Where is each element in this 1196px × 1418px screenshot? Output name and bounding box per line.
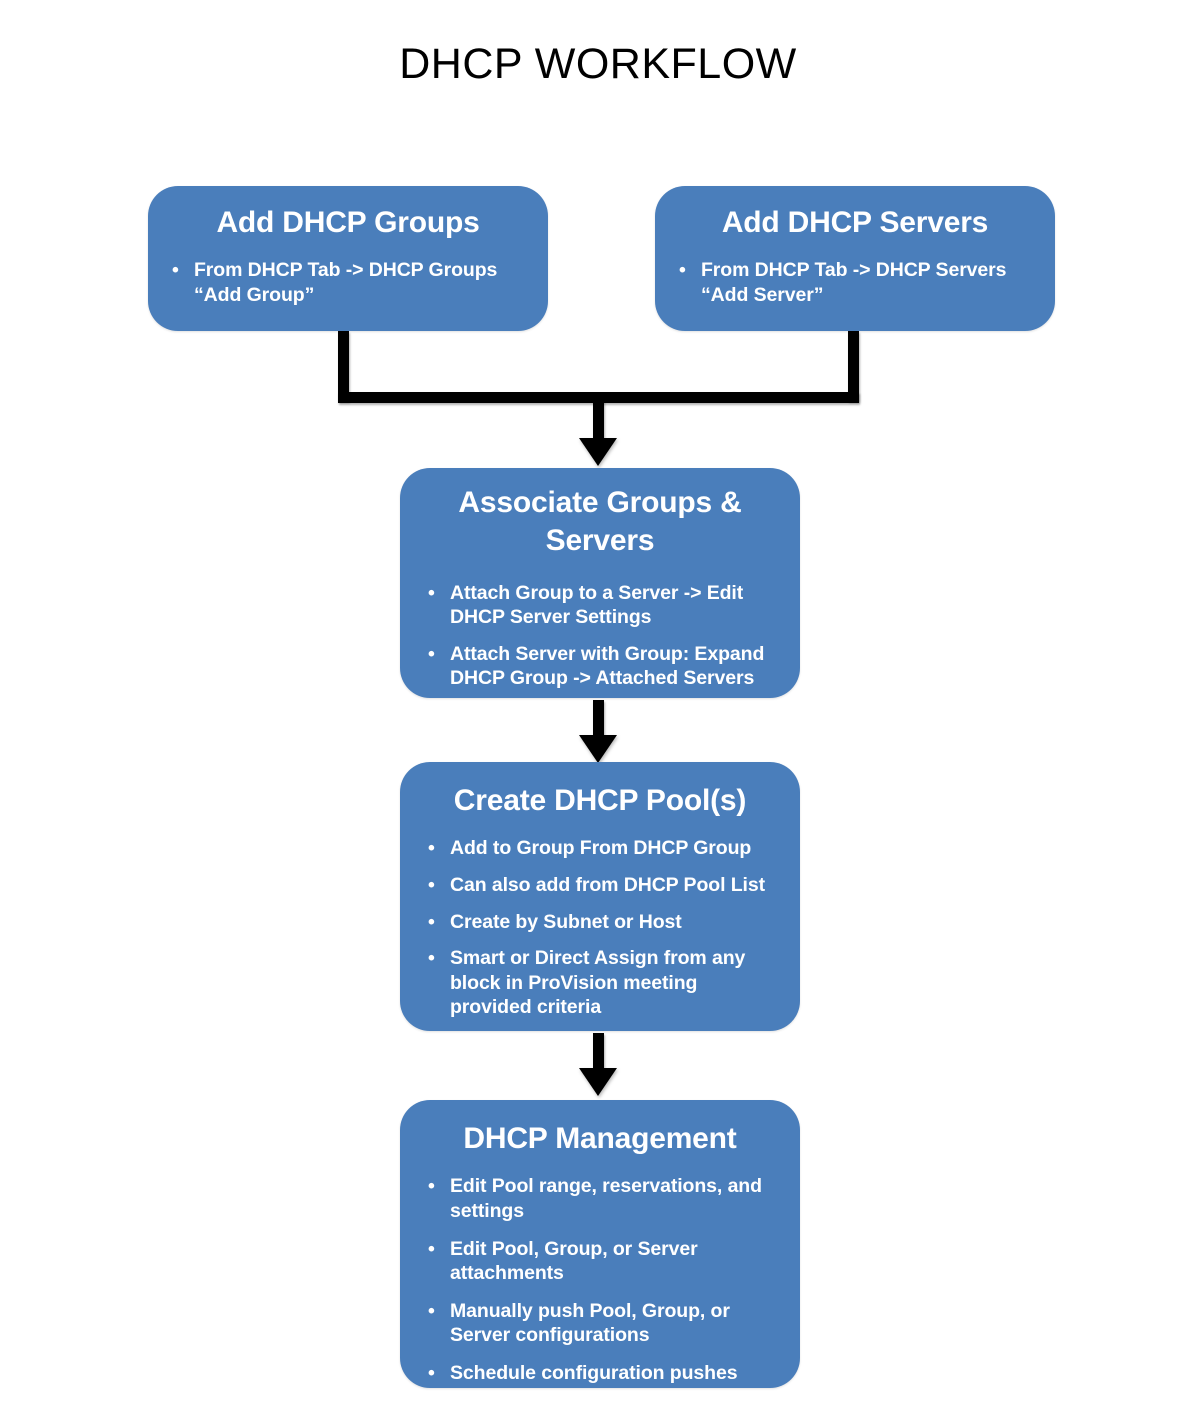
node-title: Add DHCP Servers	[721, 206, 989, 239]
list-item-text: From DHCP Tab -> DHCP Servers “Add Serve…	[701, 259, 1007, 306]
list-item: • Add to Group From DHCP Group	[422, 836, 778, 861]
list-item-text: Edit Pool, Group, or Server attachments	[450, 1237, 698, 1285]
list-item-text: Smart or Direct Assign from any block in…	[450, 947, 746, 1019]
node-dhcp-management[interactable]: DHCP Management • Edit Pool range, reser…	[400, 1100, 800, 1388]
list-item: • Can also add from DHCP Pool List	[422, 873, 778, 898]
list-item-text: Schedule configuration pushes	[450, 1361, 738, 1384]
node-bullet-list: • Edit Pool range, reservations, and set…	[400, 1174, 800, 1385]
node-title: Add DHCP Groups	[216, 206, 480, 239]
node-title: DHCP Management	[463, 1122, 737, 1155]
connector-line-pool-to-management	[593, 1033, 604, 1071]
list-item-text: Add to Group From DHCP Group	[450, 837, 752, 860]
list-item: • Schedule configuration pushes	[422, 1361, 778, 1386]
bullet-icon: •	[428, 873, 435, 896]
node-add-dhcp-groups[interactable]: Add DHCP Groups • From DHCP Tab -> DHCP …	[148, 186, 548, 331]
node-associate-groups-servers[interactable]: Associate Groups & Servers • Attach Grou…	[400, 468, 800, 698]
list-item-text: Create by Subnet or Host	[450, 910, 682, 933]
list-item: • Attach Group to a Server -> Edit DHCP …	[422, 581, 778, 630]
node-add-dhcp-servers[interactable]: Add DHCP Servers • From DHCP Tab -> DHCP…	[655, 186, 1055, 331]
page-title: DHCP WORKFLOW	[399, 40, 797, 88]
bullet-icon: •	[428, 1175, 435, 1198]
node-bullet-list: • Add to Group From DHCP Group • Can als…	[400, 836, 800, 1019]
list-item-text: Manually push Pool, Group, or Server con…	[450, 1299, 730, 1347]
list-item-text: Attach Server with Group: Expand DHCP Gr…	[450, 642, 765, 690]
list-item: • Edit Pool, Group, or Server attachment…	[422, 1237, 778, 1286]
list-item: • Edit Pool range, reservations, and set…	[422, 1174, 778, 1223]
connector-line-right-stem	[848, 331, 859, 401]
connector-line-left-stem	[338, 331, 349, 401]
bullet-icon: •	[428, 1237, 435, 1260]
arrow-down-icon	[579, 438, 617, 466]
list-item: • Manually push Pool, Group, or Server c…	[422, 1299, 778, 1348]
bullet-icon: •	[428, 947, 435, 970]
bullet-icon: •	[428, 1361, 435, 1384]
node-title: Create DHCP Pool(s)	[453, 784, 747, 817]
node-bullet-list: • Attach Group to a Server -> Edit DHCP …	[400, 581, 800, 691]
list-item: • Smart or Direct Assign from any block …	[422, 946, 778, 1020]
bullet-icon: •	[679, 259, 686, 282]
list-item: • From DHCP Tab -> DHCP Groups “Add Grou…	[166, 258, 526, 307]
node-bullet-list: • From DHCP Tab -> DHCP Servers “Add Ser…	[655, 258, 1055, 307]
list-item: • From DHCP Tab -> DHCP Servers “Add Ser…	[673, 258, 1033, 307]
bullet-icon: •	[428, 837, 435, 860]
bullet-icon: •	[428, 642, 435, 665]
list-item-text: Can also add from DHCP Pool List	[450, 873, 765, 896]
bullet-icon: •	[428, 1299, 435, 1322]
node-bullet-list: • From DHCP Tab -> DHCP Groups “Add Grou…	[148, 258, 548, 307]
node-title: Associate Groups & Servers	[458, 486, 742, 558]
bullet-icon: •	[428, 581, 435, 604]
list-item: • Create by Subnet or Host	[422, 910, 778, 935]
connector-line-crossbar	[338, 392, 859, 403]
arrow-down-icon	[579, 735, 617, 763]
list-item-text: Edit Pool range, reservations, and setti…	[450, 1175, 762, 1222]
list-item-text: Attach Group to a Server -> Edit DHCP Se…	[450, 581, 744, 629]
bullet-icon: •	[172, 259, 179, 282]
node-create-dhcp-pools[interactable]: Create DHCP Pool(s) • Add to Group From …	[400, 762, 800, 1031]
connector-line-associate-to-pool	[593, 700, 604, 738]
list-item-text: From DHCP Tab -> DHCP Groups “Add Group”	[194, 259, 498, 306]
connector-line-merge-stem	[593, 400, 604, 440]
arrow-down-icon	[579, 1068, 617, 1096]
list-item: • Attach Server with Group: Expand DHCP …	[422, 642, 778, 691]
bullet-icon: •	[428, 910, 435, 933]
